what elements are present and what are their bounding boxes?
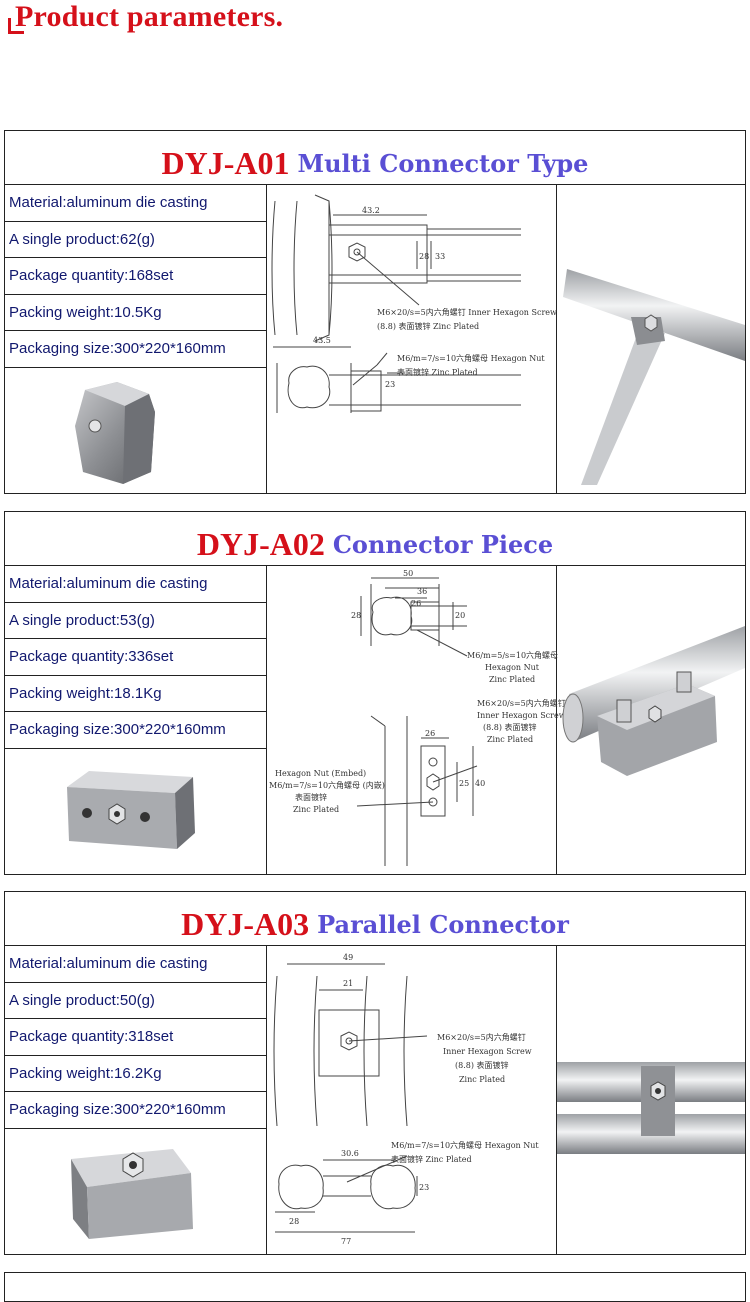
drawing-note: 表面镀锌 Zinc Plated [391,1154,472,1164]
param-packaging-size: Packaging size:300*220*160mm [5,712,267,749]
drawing-note: Hexagon Nut [485,663,540,672]
parameter-list: Material:aluminum die casting A single p… [5,185,267,368]
technical-drawing-a02: 50 36 26 28 20 26 25 40 M6/m=5/s=10六角螺母 … [267,566,566,874]
param-packaging-size: Packaging size:300*220*160mm [5,1092,267,1129]
dim-label: 36 [417,587,427,596]
drawing-note: (8.8) 表面镀锌 Zinc Plated [377,321,479,331]
drawing-note: M6×20/s=5内六角螺钉 Inner Hexagon Screw [377,307,557,317]
parameter-list: Material:aluminum die casting A single p… [5,946,267,1129]
next-product-card [4,1272,746,1302]
drawing-note: M6/m=7/s=10六角螺母 Hexagon Nut [397,353,545,363]
page-title: Product parameters. [15,0,284,33]
drawing-note: Inner Hexagon Screw [477,711,566,720]
param-packing-weight: Packing weight:18.1Kg [5,675,267,713]
drawing-note: M6/m=7/s=10六角螺母 (内嵌) [269,780,385,790]
drawing-note: M6×20/s=5内六角螺钉 [437,1032,526,1042]
param-material: Material:aluminum die casting [5,185,267,222]
dim-label: 49 [343,953,353,962]
drawing-svg: 49 21 30.6 23 28 77 M6×20/s=5内六角螺钉 Inner… [273,953,539,1246]
product-photo-a01 [5,368,267,493]
drawing-note: (8.8) 表面镀锌 [483,722,537,732]
assembly-photo-a03 [557,946,745,1254]
param-weight: A single product:50(g) [5,982,267,1020]
param-material: Material:aluminum die casting [5,946,267,983]
drawing-note: M6×20/s=5内六角螺钉 [477,698,566,708]
technical-drawing-a01: 43.2 28 33 43.5 23 M6×20/s=5内六角螺钉 Inner … [267,185,557,493]
drawing-note: 表面镀锌 Zinc Plated [397,367,478,377]
dim-label: 23 [419,1183,429,1192]
param-weight: A single product:53(g) [5,602,267,640]
model-number: DYJ-A02 [196,526,325,562]
drawing-note: Zinc Plated [293,805,339,814]
param-packaging-size: Packaging size:300*220*160mm [5,331,267,368]
model-number: DYJ-A01 [161,145,290,181]
product-photo-a03 [5,1129,267,1254]
dim-label: 21 [343,979,353,988]
param-packing-weight: Packing weight:16.2Kg [5,1055,267,1093]
drawing-note: (8.8) 表面镀锌 [455,1060,509,1070]
connector-photo-image [75,382,155,484]
param-package-qty: Package quantity:318set [5,1019,267,1056]
param-packing-weight: Packing weight:10.5Kg [5,294,267,332]
dim-label: 26 [425,729,435,738]
assembly-photo-a01 [557,185,745,493]
dim-label: 25 [459,779,469,788]
assembly-image [563,269,745,485]
param-weight: A single product:62(g) [5,221,267,259]
dim-label: 43.2 [362,206,380,215]
drawing-note: Hexagon Nut (Embed) [275,769,366,778]
assembly-photo-a02 [557,566,745,874]
dim-label: 40 [475,779,485,788]
dim-label: 26 [411,599,421,608]
dim-label: 33 [435,252,445,261]
product-type: Parallel Connector [317,910,569,939]
drawing-note: Zinc Plated [459,1075,505,1084]
dim-label: 23 [385,380,395,389]
dim-label: 20 [455,611,465,620]
dim-label: 50 [403,569,413,578]
model-number: DYJ-A03 [181,906,310,942]
product-type: Multi Connector Type [297,149,589,178]
dim-label: 30.6 [341,1149,359,1158]
drawing-note: 表面镀锌 [295,792,327,802]
param-package-qty: Package quantity:336set [5,639,267,676]
drawing-note: M6/m=7/s=10六角螺母 Hexagon Nut [391,1140,539,1150]
drawing-note: Zinc Plated [487,735,533,744]
dim-label: 43.5 [313,336,331,345]
assembly-image [562,626,745,776]
connector-photo-image [71,1149,193,1239]
assembly-image [557,1062,745,1154]
dim-label: 77 [341,1237,351,1246]
technical-drawing-a03: 49 21 30.6 23 28 77 M6×20/s=5内六角螺钉 Inner… [267,946,557,1254]
dim-label: 28 [351,611,361,620]
drawing-svg: 50 36 26 28 20 26 25 40 M6/m=5/s=10六角螺母 … [269,569,566,866]
param-material: Material:aluminum die casting [5,566,267,603]
connector-photo-image [67,771,195,849]
title-bracket-decoration [8,18,24,34]
dim-label: 28 [419,252,429,261]
dim-label: 28 [289,1217,299,1226]
drawing-note: Zinc Plated [489,675,535,684]
parameter-list: Material:aluminum die casting A single p… [5,566,267,749]
drawing-note: Inner Hexagon Screw [443,1047,532,1056]
param-package-qty: Package quantity:168set [5,258,267,295]
product-photo-a02 [5,749,267,874]
product-type: Connector Piece [332,530,554,559]
drawing-note: M6/m=5/s=10六角螺母 [467,650,558,660]
drawing-svg: 43.2 28 33 43.5 23 M6×20/s=5内六角螺钉 Inner … [271,194,557,413]
